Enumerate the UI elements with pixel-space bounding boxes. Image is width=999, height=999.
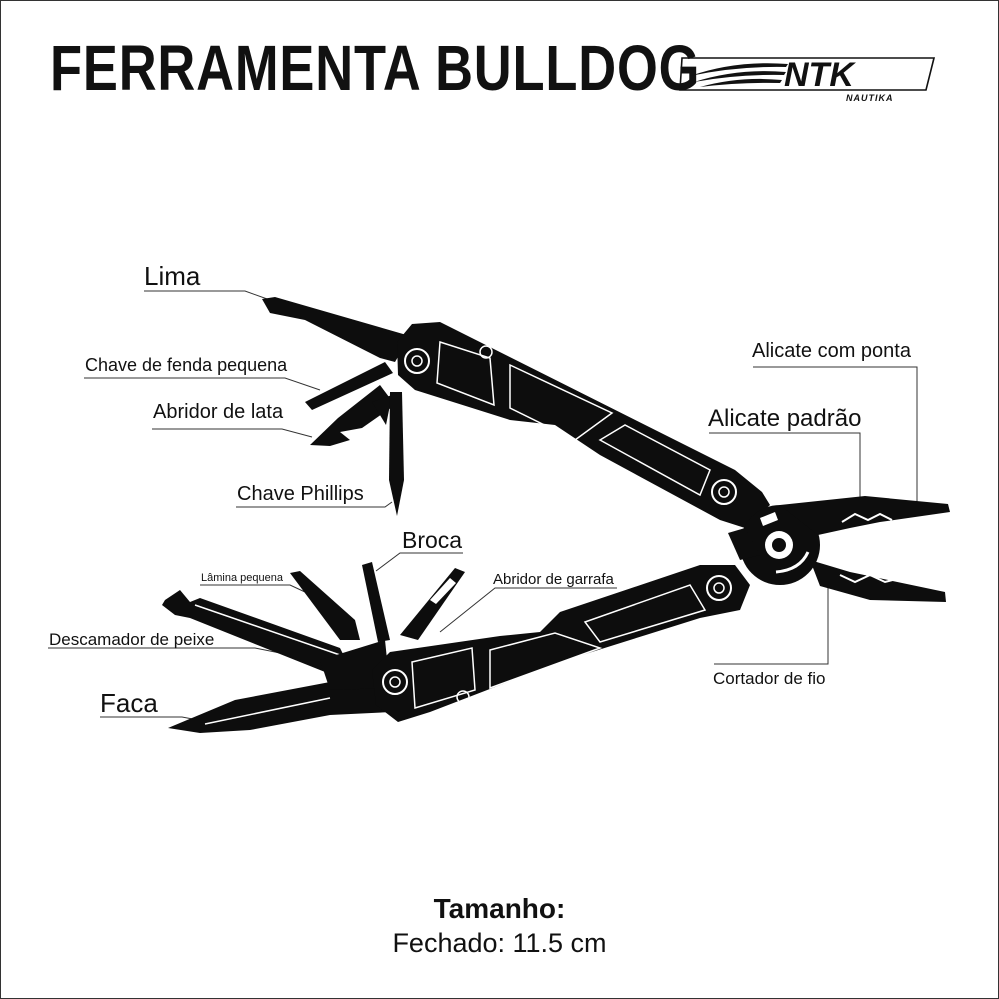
upper-jaw	[780, 496, 950, 535]
label-broca: Broca	[402, 527, 463, 553]
leader-broca	[375, 552, 463, 572]
file-tool	[262, 297, 410, 362]
label-faca: Faca	[100, 688, 158, 718]
tool-base	[320, 640, 390, 690]
label-chave-fenda-pequena: Chave de fenda pequena	[85, 355, 288, 375]
leader-cortador	[714, 588, 829, 665]
label-lamina-pequena: Lâmina pequena	[201, 572, 283, 584]
brand-logo: NTK	[679, 56, 936, 94]
leader-lima	[144, 290, 271, 301]
label-alicate-com-ponta: Alicate com ponta	[752, 340, 911, 362]
size-value: Fechado: 11.5 cm	[392, 928, 607, 958]
lower-tools	[162, 562, 465, 733]
pliers	[728, 496, 950, 602]
leader-chave-fenda	[84, 377, 321, 391]
leader-lamina-pequena	[200, 584, 306, 593]
brand-subtitle: NAUTIKA	[846, 93, 894, 103]
can-opener	[310, 385, 395, 446]
leader-alicate-padrao	[709, 432, 861, 515]
leader-chave-phillips	[236, 501, 393, 508]
small-blade	[290, 571, 360, 640]
can-opener-tip	[372, 395, 392, 425]
leader-abridor-garrafa	[439, 587, 617, 633]
label-abridor-lata: Abridor de lata	[153, 401, 284, 423]
leader-alicate-ponta	[753, 366, 918, 504]
leader-abridor-lata	[152, 428, 313, 438]
upper-handle	[397, 322, 770, 528]
phillips-screwdriver	[389, 392, 404, 516]
label-alicate-padrao: Alicate padrão	[708, 405, 862, 432]
small-screwdriver	[305, 362, 393, 410]
speed-lines-icon	[690, 63, 788, 87]
size-heading: Tamanho:	[433, 893, 566, 924]
lower-handle	[372, 565, 750, 722]
label-lima: Lima	[144, 261, 201, 291]
drill-bit	[362, 562, 390, 642]
brand-name: NTK	[784, 56, 856, 94]
label-chave-phillips: Chave Phillips	[237, 483, 364, 505]
lower-jaw	[810, 560, 946, 602]
bottle-opener	[400, 568, 465, 640]
label-abridor-garrafa: Abridor de garrafa	[493, 571, 614, 588]
label-cortador-fio: Cortador de fio	[713, 669, 826, 688]
leader-lines	[48, 290, 918, 721]
upper-tools	[262, 297, 410, 516]
label-descamador-peixe: Descamador de peixe	[49, 630, 215, 649]
page-title: FERRAMENTA BULLDOG	[50, 32, 701, 104]
